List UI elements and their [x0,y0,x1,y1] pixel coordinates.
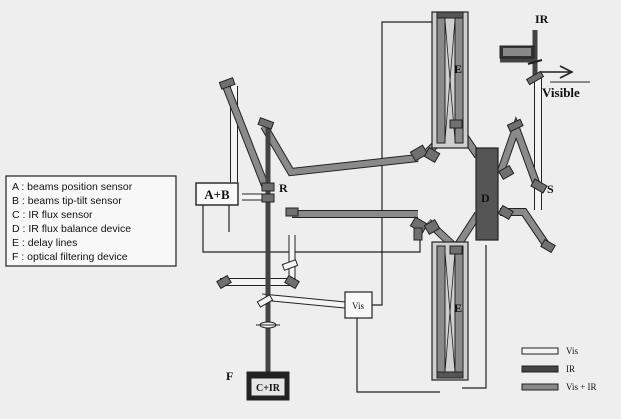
cir-sensor-label: C+IR [256,383,281,394]
key-label-visir: Vis + IR [566,382,597,392]
ir-beams [265,30,538,372]
wire-vis-to-bottom-delay [356,318,440,393]
label-d: D [481,191,490,205]
vis-sensor-label: Vis [352,301,364,311]
ab-sensor-box [195,182,239,206]
legend-box [5,175,177,267]
visible-arrow [540,65,574,79]
key-label-ir: IR [566,364,575,374]
legend-item: D : IR flux balance device [12,223,131,235]
flux-balance-device [475,147,499,241]
vis-sensor-box [344,291,373,319]
key-swatch-visir [521,383,559,391]
legend-item: C : IR flux sensor [12,209,93,221]
beam-key: Vis IR Vis + IR [521,346,597,392]
label-r: R [279,181,288,195]
ir-source-inner [503,48,531,56]
label-e-bottom: E [454,301,462,315]
wire-to-flux-device [462,245,487,389]
legend-item: E : delay lines [12,237,77,249]
ab-sensor-label: A+B [204,187,230,202]
legend-item: B : beams tip-tilt sensor [12,195,122,207]
wire-ab-to-delay [202,202,421,253]
key-swatch-ir [521,365,559,373]
key-swatch-vis [521,347,559,355]
label-f: F [226,369,233,383]
label-ir: IR [535,12,549,26]
label-s: S [547,182,554,196]
key-label-vis: Vis [566,346,578,356]
mirrors [216,70,556,308]
legend-item: F : optical filtering device [12,251,128,263]
legend: A : beams position sensor B : beams tip-… [5,175,177,267]
cir-sensor-inner [250,377,286,397]
ir-splitter [527,59,543,65]
delay-line-bottom [431,241,469,381]
label-e-top: E [454,62,462,76]
legend-item: A : beams position sensor [12,181,133,193]
vis-beams [220,78,542,309]
label-visible: Visible [542,85,580,100]
